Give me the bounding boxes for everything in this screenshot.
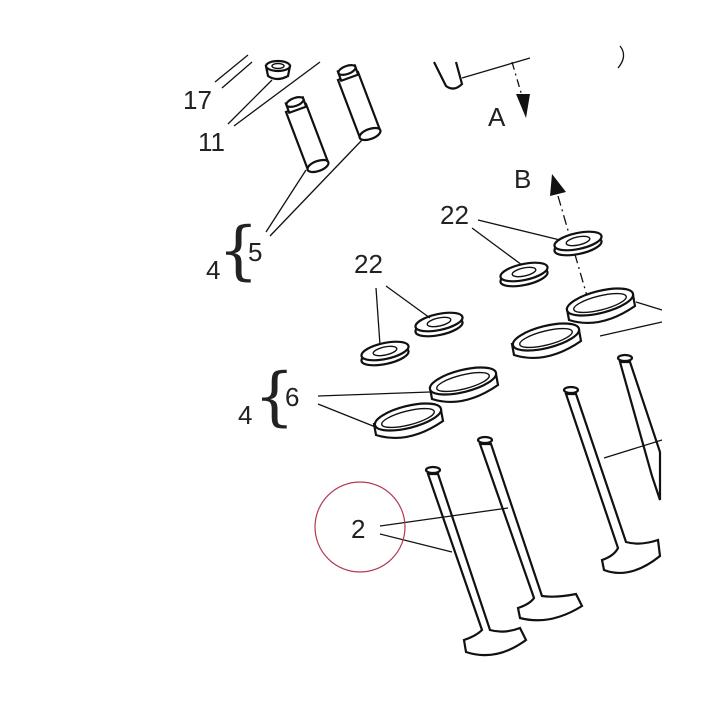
part-22-shim-left-lower: [360, 340, 410, 367]
bucket-right-leaders: [599, 301, 663, 337]
part-2-leader: [379, 507, 509, 553]
brace-bottom: {: [254, 360, 295, 434]
part-6-leader: [317, 391, 431, 429]
part-11-leader: [227, 61, 321, 127]
part-6-bucket-lower: [372, 402, 445, 439]
part-22-leaders: [375, 219, 561, 346]
brace-top: {: [218, 214, 259, 288]
callout-4-top: 4: [206, 255, 220, 285]
callout-5: 5: [248, 237, 262, 267]
part-2-valve-left: [424, 465, 528, 657]
callout-2: 2: [351, 514, 365, 544]
part-22-shim-right-lower: [499, 261, 549, 288]
part-5-valve-guide-left: [284, 95, 330, 174]
callout-6: 6: [285, 382, 299, 412]
callout-22-left: 22: [354, 249, 383, 279]
callout-11: 11: [198, 127, 225, 157]
callout-17: 17: [183, 85, 212, 115]
highlight-circle: [314, 481, 406, 573]
callout-4-bottom: 4: [238, 400, 252, 430]
part-2-valve-right: [476, 435, 584, 622]
callout-22-right: 22: [440, 200, 469, 230]
rocker-fragment: [433, 45, 625, 90]
part-22-shim-right-upper: [553, 230, 603, 257]
valve-far-right-b: [616, 353, 662, 501]
bucket-right-lower: [510, 322, 583, 359]
callout-b: B: [514, 164, 531, 194]
part-17-lines: [214, 54, 253, 89]
bucket-right-upper: [565, 287, 637, 324]
arrow-a: [511, 61, 530, 118]
part-5-valve-guide-right: [336, 63, 382, 142]
part-22-shim-left-upper: [414, 311, 464, 338]
part-6-bucket-upper: [428, 366, 500, 403]
callout-a: A: [488, 102, 506, 132]
right-valve-leader: [603, 439, 663, 459]
valve-far-right-a: [562, 385, 662, 574]
part-11-valve-seal: [264, 59, 292, 81]
part-5-leader: [265, 139, 363, 237]
